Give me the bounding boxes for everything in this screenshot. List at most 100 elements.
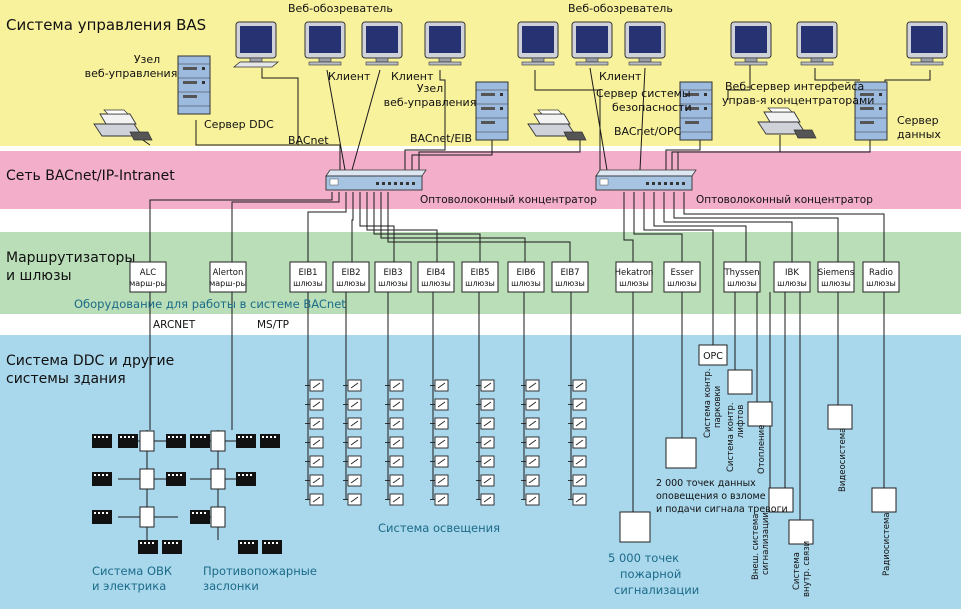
ddc-band-title-1: Система DDC и другие (6, 353, 174, 369)
gateway-title: Esser (671, 268, 694, 278)
gateway-title: EIB7 (560, 268, 579, 278)
data-server-label-a: Сервер (897, 114, 939, 127)
intrusion-label-b: оповещения о взломе (656, 491, 766, 502)
gateway-box (551, 261, 589, 293)
gateway-subtitle: шлюзы (293, 279, 323, 288)
elevators-label-a: Система контр. (726, 402, 736, 472)
lighting-label: Система освещения (378, 521, 500, 535)
gateway-box (129, 261, 167, 293)
gateway-title: Radio (869, 268, 893, 278)
security-server-label-b: безопасности (612, 101, 692, 114)
parking-box (727, 369, 753, 395)
fire-alarm-label-b: пожарной (620, 567, 681, 581)
arcnet-label: ARCNET (153, 319, 196, 331)
gateway-title: ALC (140, 268, 157, 278)
field-device-icon (92, 510, 112, 524)
field-device-icon (190, 434, 210, 448)
bas-band-title: Система управления BAS (6, 16, 206, 34)
gateway-subtitle: шлюзы (465, 279, 495, 288)
gateway-subtitle: шлюзы (866, 279, 896, 288)
gateways: ALCмарш-рыAlertonмарш-рыEIB1шлюзыEIB2шлю… (129, 261, 900, 293)
gateway-subtitle: шлюзы (336, 279, 366, 288)
field-device-icon (166, 434, 186, 448)
gateway-title: Alerton (213, 268, 244, 278)
field-device-icon (238, 540, 258, 554)
controller-icon (210, 468, 226, 490)
gateway-box (209, 261, 247, 293)
field-device-icon (118, 434, 138, 448)
hvac-label-b: и электрика (92, 579, 166, 593)
fire-alarm-label-a: 5 000 точек (608, 551, 679, 565)
gateway-title: Siemens (818, 268, 855, 278)
elevators-label-b: лифтов (736, 405, 746, 438)
gateway-subtitle: шлюзы (421, 279, 451, 288)
gateway-title: EIB6 (516, 268, 535, 278)
gateway-box (723, 261, 761, 293)
external-alarm-label-a: Внеш. система (751, 514, 761, 580)
mstp-label: MS/TP (257, 319, 289, 331)
gateway-box (615, 261, 653, 293)
web-node-label-2b: веб-управления (384, 96, 477, 109)
web-browser-label-1: Веб-обозреватель (288, 2, 393, 15)
fire-alarm-label-c: сигнализации (614, 583, 699, 597)
field-device-icon (162, 540, 182, 554)
gateway-box (289, 261, 327, 293)
server-icon (177, 55, 211, 115)
web-server-hubs-label-a: Веб-сервер интерфейса (725, 80, 864, 93)
gateway-box (773, 261, 811, 293)
video-label: Видеосистема (838, 428, 848, 492)
gateway-box (862, 261, 900, 293)
web-node-label-1a: Узел (134, 53, 160, 66)
fiber-hub-2 (595, 169, 697, 191)
intercom-label-a: Система (792, 552, 802, 590)
opc-label: OPC (703, 351, 723, 362)
radio-box (871, 487, 897, 513)
controller-icon (210, 506, 226, 528)
fiber-hub-1 (325, 169, 427, 191)
heating-label: Отопление (757, 425, 767, 474)
fire-dampers-label-b: заслонки (203, 579, 259, 593)
gateway-box (663, 261, 701, 293)
opc-box (698, 344, 728, 366)
intrusion-label-c: и подачи сигнала тревоги (656, 504, 788, 515)
gateway-title: Thyssen (723, 268, 759, 278)
fire-alarm-box (619, 511, 651, 543)
field-device-icon (166, 472, 186, 486)
network-band (0, 151, 961, 209)
external-alarm-label-b: сигнализации (761, 512, 771, 575)
gateway-title: IBK (785, 268, 799, 278)
field-device-icon (262, 540, 282, 554)
intrusion-label-a: 2 000 точек данных (656, 478, 756, 489)
controller-icon (139, 430, 155, 452)
security-server-label-a: Сервер системы (596, 87, 691, 100)
field-device-icon (236, 472, 256, 486)
field-device-icon (92, 434, 112, 448)
elevators-box (747, 401, 773, 427)
gateway-subtitle: шлюзы (511, 279, 541, 288)
radio-label: Радиосистема (882, 512, 892, 576)
parking-label-a: Система контр. (703, 368, 713, 438)
gateway-subtitle: шлюзы (619, 279, 649, 288)
router-band-title-1: Маршрутизаторы (6, 250, 135, 266)
gateway-box (817, 261, 855, 293)
bacnet-opc-label: BACnet/OPC (614, 125, 682, 138)
fire-dampers-label-a: Противопожарные (203, 564, 317, 578)
gateway-title: EIB1 (298, 268, 317, 278)
bacnet-equipment-label: Оборудование для работы в системе BACnet (74, 297, 346, 311)
gateway-title: EIB5 (470, 268, 489, 278)
field-device-icon (236, 434, 256, 448)
controller-icon (139, 506, 155, 528)
gateway-box (461, 261, 499, 293)
web-server-hubs-label-b: управ-я концентраторами (722, 94, 874, 107)
external-alarm-box (768, 487, 794, 513)
gateway-box (374, 261, 412, 293)
hvac-devices (92, 430, 282, 554)
ddc-server-label: Сервер DDC (204, 118, 274, 131)
